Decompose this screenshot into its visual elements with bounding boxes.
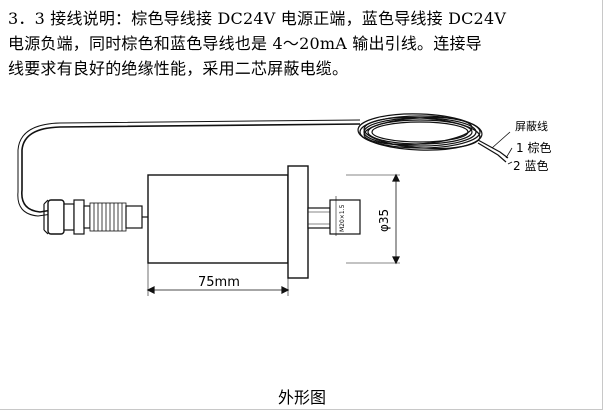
sensor-body bbox=[147, 174, 289, 264]
wiring-description: 3．3 接线说明：棕色导线接 DC24V 电源正端，蓝色导线接 DC24V 电源… bbox=[8, 6, 598, 81]
length-label: 75mm bbox=[198, 275, 240, 290]
wire-2-label: 2 蓝色 bbox=[513, 159, 548, 173]
flange bbox=[287, 165, 309, 279]
cable-coil-icon bbox=[357, 113, 483, 151]
outline-drawing: 屏蔽线 1 棕色 2 蓝色 75mm φ35 M20×1.5 bbox=[17, 113, 551, 296]
wire-1-label: 1 棕色 bbox=[516, 140, 551, 155]
diameter-label: φ35 bbox=[377, 209, 391, 232]
figure-caption: 外形图 bbox=[277, 388, 326, 407]
paragraph-line-3: 线要求有良好的绝缘性能，采用二芯屏蔽电缆。 bbox=[8, 59, 349, 78]
cable bbox=[21, 123, 361, 213]
paragraph-line-2: 电源负端，同时棕色和蓝色导线也是 4～20mA 输出引线。连接导 bbox=[8, 34, 482, 53]
thread-label: M20×1.5 bbox=[339, 204, 346, 232]
connector-icon bbox=[43, 199, 148, 235]
paragraph-line-1: 3．3 接线说明：棕色导线接 DC24V 电源正端，蓝色导线接 DC24V bbox=[8, 9, 507, 28]
shield-label: 屏蔽线 bbox=[515, 119, 548, 133]
